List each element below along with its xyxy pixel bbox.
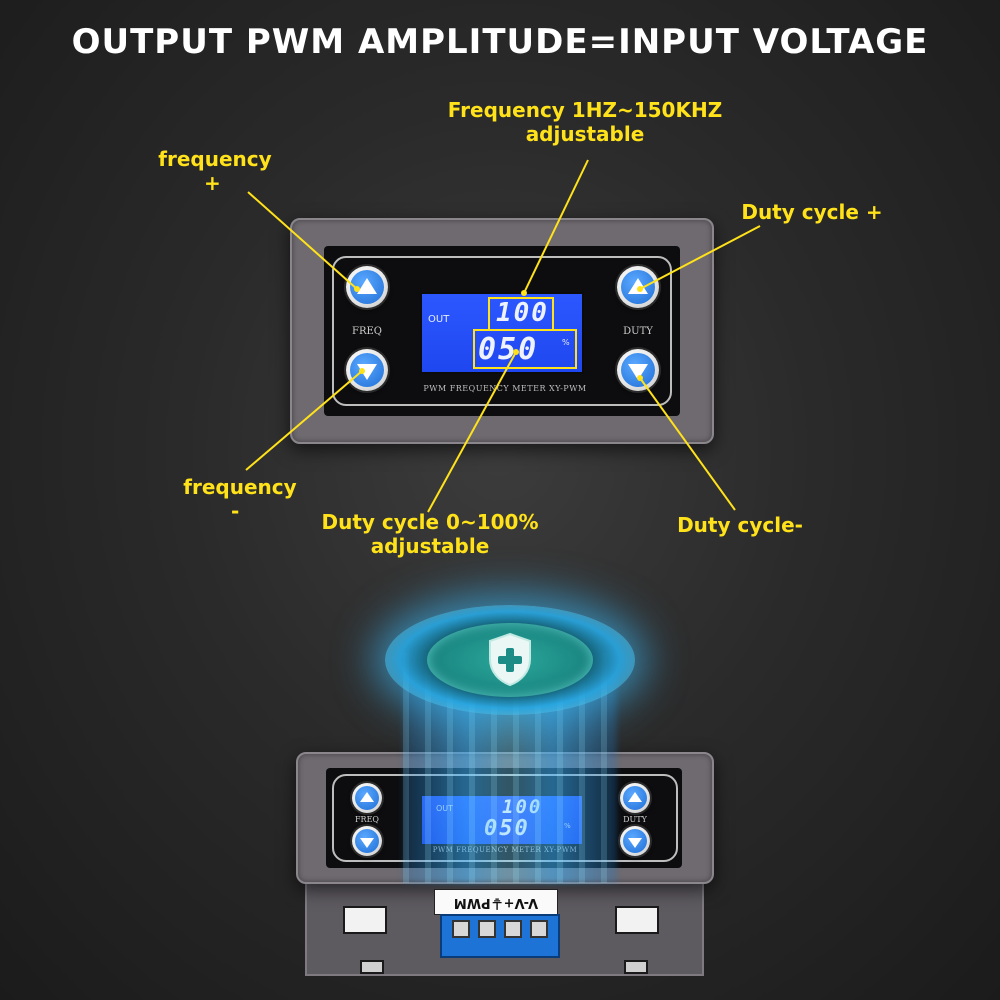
duty-unit: % — [562, 338, 570, 347]
callout-duty-minus: Duty cycle- — [677, 513, 803, 537]
bottom-duty-down-core — [623, 829, 647, 853]
callout-frequency-minus: frequency - — [165, 475, 315, 523]
down-arrow-icon — [628, 837, 642, 848]
bottom-duty-up-button[interactable] — [620, 783, 650, 813]
callout-frequency-plus-line2: + — [204, 171, 221, 195]
duty-down-core — [621, 353, 655, 387]
callout-frequency-minus-line2: - — [231, 499, 240, 523]
left-foot — [360, 960, 384, 974]
callout-frequency-range-line1: Frequency 1HZ~150KHZ — [447, 98, 723, 122]
terminal-screw-1 — [452, 920, 470, 938]
right-foot — [624, 960, 648, 974]
headline: OUTPUT PWM AMPLITUDE=INPUT VOLTAGE — [71, 22, 929, 62]
callout-frequency-plus: frequency + — [140, 147, 290, 195]
freq-label: FREQ — [352, 326, 382, 337]
bottom-duty-down-button[interactable] — [620, 826, 650, 856]
duty-label: DUTY — [623, 326, 653, 337]
callout-duty-range-line2: adjustable — [370, 534, 490, 558]
model-text: PWM FREQUENCY METER XY-PWM — [423, 384, 587, 393]
callout-duty-range-line1: Duty cycle 0~100% — [321, 510, 539, 534]
bottom-freq-label: FREQ — [355, 815, 379, 824]
terminal-screw-2 — [478, 920, 496, 938]
duty-up-core — [621, 270, 655, 304]
left-mounting-clip — [343, 906, 387, 934]
frequency-up-button[interactable] — [346, 266, 388, 308]
bottom-frequency-up-core — [355, 786, 379, 810]
frequency-down-button[interactable] — [346, 349, 388, 391]
bottom-frequency-up-button[interactable] — [352, 783, 382, 813]
duty-up-button[interactable] — [617, 266, 659, 308]
callout-frequency-minus-line1: frequency — [183, 475, 297, 499]
down-arrow-icon — [357, 363, 377, 380]
right-mounting-clip — [615, 906, 659, 934]
frequency-down-core — [350, 353, 384, 387]
protection-glow-cylinder — [385, 605, 635, 883]
lcd-out-label: OUT — [428, 314, 450, 325]
bottom-frequency-down-core — [355, 829, 379, 853]
callout-frequency-range-line2: adjustable — [525, 122, 645, 146]
down-arrow-icon — [628, 363, 648, 380]
bottom-duty-label: DUTY — [623, 815, 647, 824]
down-arrow-icon — [360, 837, 374, 848]
terminal-screw-4 — [530, 920, 548, 938]
up-arrow-icon — [360, 791, 374, 802]
up-arrow-icon — [628, 277, 648, 294]
bottom-frequency-down-button[interactable] — [352, 826, 382, 856]
up-arrow-icon — [357, 277, 377, 294]
bottom-duty-up-core — [623, 786, 647, 810]
duty-highlight — [473, 329, 577, 369]
shield-plus-icon — [489, 632, 531, 687]
duty-down-button[interactable] — [617, 349, 659, 391]
frequency-reading: 100 — [496, 298, 549, 328]
frequency-highlight — [488, 297, 554, 331]
frequency-up-core — [350, 270, 384, 304]
terminal-screw-3 — [504, 920, 522, 938]
terminal-label: V-V+⏚PWM — [434, 889, 558, 915]
callout-frequency-plus-line1: frequency — [158, 147, 272, 171]
callout-duty-plus: Duty cycle + — [741, 200, 883, 224]
callout-frequency-range: Frequency 1HZ~150KHZ adjustable — [410, 98, 760, 146]
up-arrow-icon — [628, 791, 642, 802]
callout-duty-range: Duty cycle 0~100% adjustable — [285, 510, 575, 558]
